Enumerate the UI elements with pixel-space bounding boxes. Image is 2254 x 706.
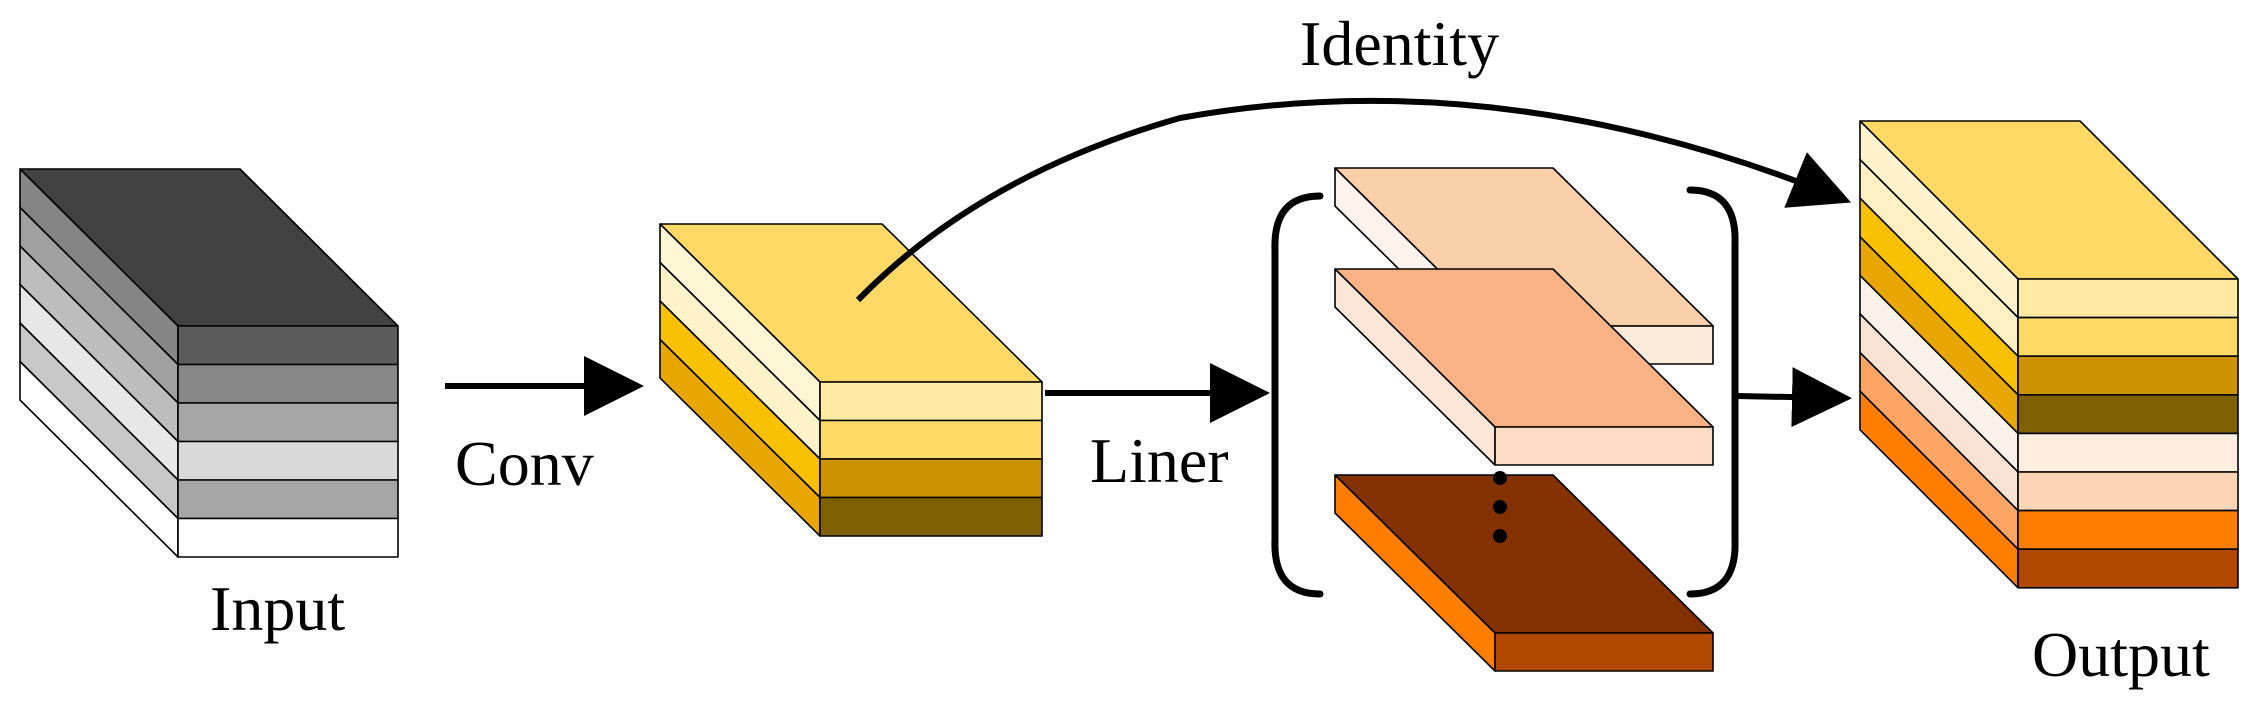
front-face (177, 440, 399, 481)
output-arrow (1736, 367, 1852, 428)
front-face (2017, 509, 2239, 551)
ellipsis-dot (1493, 500, 1507, 514)
liner-blocks (1334, 167, 1714, 672)
front-face (2017, 471, 2239, 512)
conv-feature-block (659, 223, 1043, 537)
front-face (177, 363, 399, 404)
front-face (2017, 278, 2239, 319)
front-face (2017, 316, 2239, 358)
front-face (177, 402, 399, 443)
front-face (819, 458, 1043, 499)
front-face (819, 496, 1043, 537)
front-face (2017, 355, 2239, 396)
input-label: Input (210, 573, 345, 644)
ellipsis-dot (1493, 529, 1507, 543)
input-feature-block (19, 168, 399, 558)
identity-label: Identity (1300, 8, 1499, 79)
front-face (2017, 432, 2239, 473)
liner-slab (1334, 268, 1714, 466)
liner-slab (1334, 474, 1714, 672)
ellipsis-dot (1493, 471, 1507, 485)
conv-label: Conv (455, 428, 594, 499)
front-face (177, 325, 399, 366)
left-bracket (1271, 192, 1324, 598)
identity-arrow (855, 97, 1852, 303)
front-face (819, 419, 1043, 460)
front-face (819, 381, 1043, 422)
front-face (1494, 426, 1714, 466)
output-label: Output (2032, 619, 2210, 690)
liner-label: Liner (1090, 425, 1229, 496)
front-face (1494, 632, 1714, 672)
front-face (177, 517, 399, 558)
right-bracket (1686, 186, 1739, 598)
front-face (2017, 548, 2239, 589)
front-face (2017, 393, 2239, 435)
front-face (177, 479, 399, 520)
output-feature-block (1859, 120, 2239, 589)
